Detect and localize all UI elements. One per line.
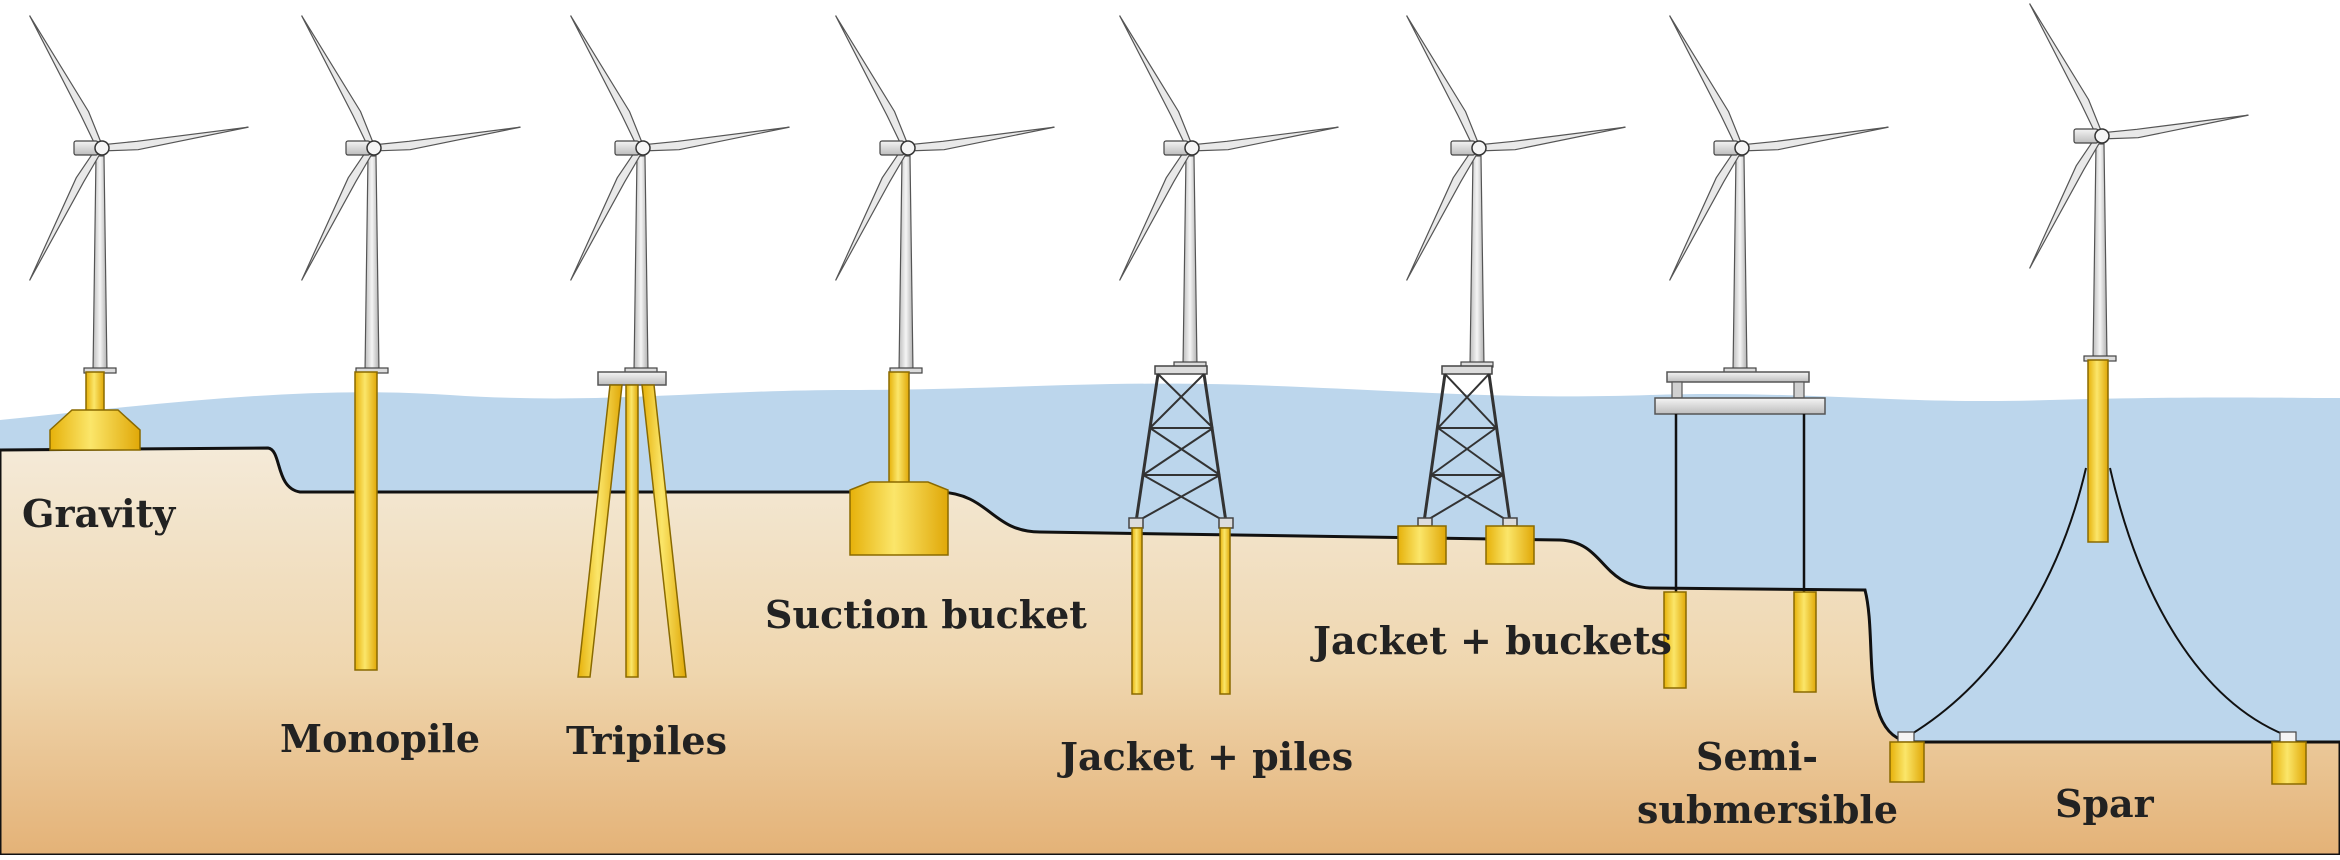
jacket-buckets-foundation: [1397, 365, 1535, 565]
turbine-blade: [301, 145, 376, 281]
turbine-hub: [1184, 140, 1200, 156]
turbine-blade: [1188, 126, 1339, 152]
turbine-blade: [1475, 126, 1626, 152]
turbine-blade: [370, 126, 521, 152]
turbine-blade: [1119, 145, 1194, 281]
turbine-blade: [98, 126, 249, 152]
gravity-foundation: [49, 371, 141, 451]
turbine-blade: [639, 126, 790, 152]
turbine-tower: [364, 155, 380, 373]
turbine-tower: [1182, 155, 1198, 367]
turbine-blade: [570, 145, 645, 281]
turbine-hub: [635, 140, 651, 156]
wind-turbine: [1669, 15, 1889, 374]
turbine-blade: [29, 15, 104, 151]
turbine-hub: [94, 140, 110, 156]
spar-foundation: [1889, 359, 2307, 785]
turbine-blade: [2098, 114, 2249, 140]
turbine-blade: [570, 15, 645, 151]
turbine-hub: [2094, 128, 2110, 144]
turbine-hub: [1471, 140, 1487, 156]
turbine-blade: [1406, 15, 1481, 151]
turbine-hub: [366, 140, 382, 156]
label-tripiles: Tripiles: [566, 718, 727, 763]
semi-submersible-foundation: [1654, 371, 1826, 693]
turbine-blade: [1669, 15, 1744, 151]
turbine-blade: [835, 145, 910, 281]
label-semi-line2: submersible: [1637, 787, 1898, 832]
turbine-blade: [1119, 15, 1194, 151]
turbine-blade: [835, 15, 910, 151]
label-semi-line1: Semi-: [1696, 734, 1818, 779]
turbine-tower: [633, 155, 649, 373]
tripiles-foundation: [577, 371, 687, 678]
turbine-blade: [904, 126, 1055, 152]
seabed: [0, 446, 2340, 857]
label-jacket-buckets: Jacket + buckets: [1310, 618, 1672, 663]
turbine-blade: [29, 145, 104, 281]
turbine-tower: [2092, 143, 2108, 361]
turbine-blade: [301, 15, 376, 151]
label-suction-bucket: Suction bucket: [765, 592, 1087, 637]
turbines: [29, 3, 2249, 374]
turbine-tower: [92, 155, 108, 373]
label-gravity: Gravity: [22, 491, 176, 536]
turbine-blade: [2029, 3, 2104, 139]
wind-turbine: [835, 15, 1055, 374]
label-monopile: Monopile: [280, 716, 480, 761]
turbine-tower: [1469, 155, 1485, 367]
label-jacket-piles: Jacket + piles: [1057, 734, 1353, 779]
jacket-piles-foundation: [1128, 365, 1234, 695]
label-spar: Spar: [2055, 781, 2155, 826]
wind-turbine: [2029, 3, 2249, 362]
turbine-blade: [1669, 145, 1744, 281]
wind-turbine: [29, 15, 249, 374]
suction-bucket-foundation: [849, 371, 949, 556]
turbine-hub: [1734, 140, 1750, 156]
turbine-blade: [1406, 145, 1481, 281]
turbine-blade: [2029, 133, 2104, 269]
turbine-hub: [900, 140, 916, 156]
wind-turbine: [1406, 15, 1626, 368]
turbine-tower: [1732, 155, 1748, 373]
wind-turbine: [1119, 15, 1339, 368]
turbine-tower: [898, 155, 914, 373]
turbine-blade: [1738, 126, 1889, 152]
wind-turbine: [570, 15, 790, 374]
monopile-foundation: [354, 371, 378, 671]
wind-turbine: [301, 15, 521, 374]
